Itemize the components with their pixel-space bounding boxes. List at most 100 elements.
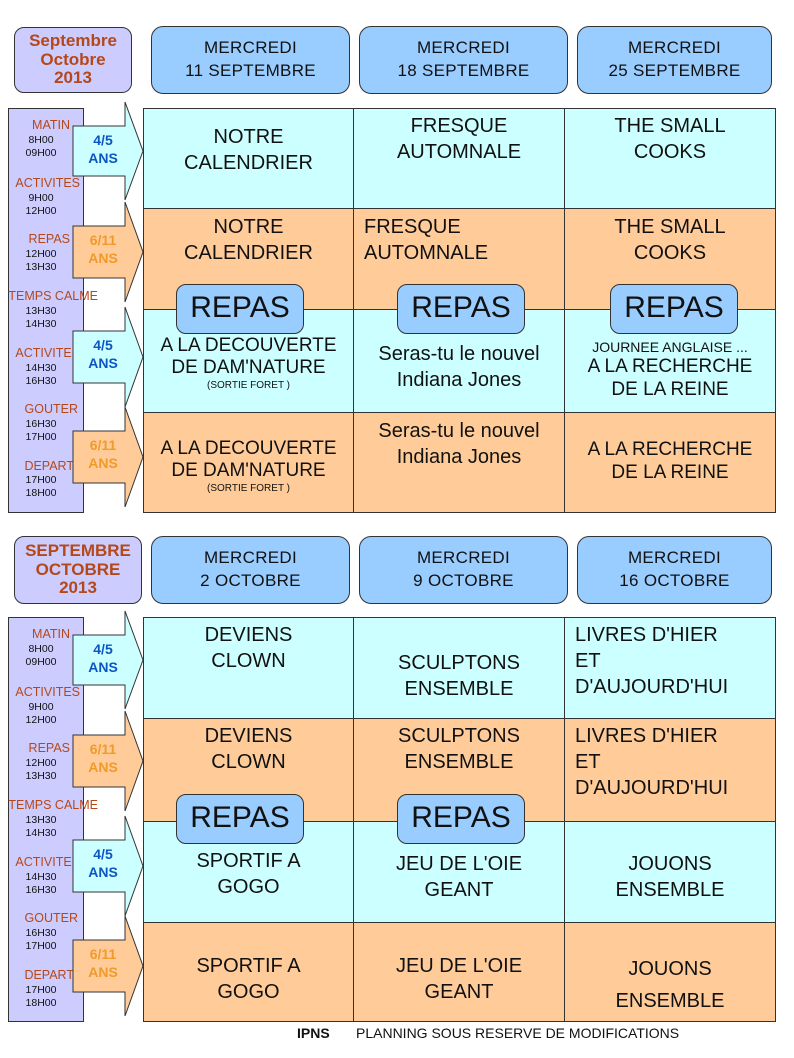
- activity-line: FRESQUE: [364, 216, 461, 238]
- activity-cell: JOUONS ENSEMBLE: [564, 922, 776, 1022]
- day-name: MERCREDI: [203, 38, 298, 58]
- activity-line: A LA DECOUVERTE: [160, 335, 337, 356]
- activity-line: CLOWN: [211, 650, 286, 672]
- timeline-temps-calme: TEMPS CALME: [8, 798, 98, 812]
- activity-line: CALENDRIER: [184, 152, 313, 174]
- activity-line: ENSEMBLE: [404, 751, 514, 773]
- activity-line: JEU DE L'OIE: [395, 853, 523, 875]
- footer-note: PLANNING SOUS RESERVE DE MODIFICATIONS: [356, 1025, 680, 1041]
- activity-cell: A LA DECOUVERTE DE DAM'NATURE (SORTIE FO…: [143, 412, 354, 513]
- time: 18H00: [25, 997, 57, 1009]
- activity-line: ET: [575, 751, 601, 773]
- time: 8H00: [28, 134, 54, 146]
- period-month-1: Septembre: [29, 30, 117, 50]
- age-range: 4/5: [93, 337, 113, 353]
- day-header: MERCREDI 9 OCTOBRE: [359, 536, 568, 604]
- activity-line: ENSEMBLE: [615, 879, 725, 901]
- period-year: 2013: [59, 578, 97, 598]
- time: 18H00: [25, 487, 57, 499]
- activity-note: JOURNEE ANGLAISE ...: [592, 339, 748, 355]
- activity-line: JEU DE L'OIE: [395, 955, 523, 977]
- timeline-matin: MATIN: [32, 118, 70, 132]
- activity-line: SCULPTONS: [398, 725, 520, 747]
- activity-line: JOUONS: [628, 853, 712, 875]
- repas-badge: REPAS: [397, 794, 525, 844]
- activity-cell: JEU DE L'OIE GEANT: [353, 922, 565, 1022]
- arrow-shape: [72, 306, 144, 408]
- period-label: SEPTEMBRE OCTOBRE 2013: [14, 536, 142, 604]
- activity-note: (SORTIE FORET ): [207, 379, 290, 391]
- arrow-shape: [72, 406, 144, 508]
- activity-line: THE SMALL: [614, 216, 726, 238]
- day-date: 25 SEPTEMBRE: [608, 61, 741, 80]
- arrow-shape: [72, 201, 144, 303]
- time: 16H30: [25, 927, 57, 939]
- arrow-shape: [72, 815, 144, 917]
- repas-badge: REPAS: [176, 794, 304, 844]
- activity-line: GOGO: [217, 981, 280, 1003]
- repas-badge: REPAS: [397, 284, 525, 334]
- timeline-repas: REPAS: [28, 741, 70, 755]
- activity-line: CLOWN: [211, 751, 286, 773]
- repas-badge: REPAS: [610, 284, 738, 334]
- day-date: 18 SEPTEMBRE: [397, 61, 530, 80]
- activity-line: Seras-tu le nouvel: [378, 343, 540, 365]
- activity-line: DEVIENS: [204, 725, 293, 747]
- time: 09H00: [25, 656, 57, 668]
- activity-line: SPORTIF A: [196, 850, 301, 872]
- time: 17H00: [25, 940, 57, 952]
- day-header: MERCREDI 18 SEPTEMBRE: [359, 26, 568, 94]
- age-range: 6/11: [89, 946, 117, 962]
- activity-line: ET: [575, 650, 601, 672]
- age-unit: ANS: [88, 658, 118, 675]
- period-label: Septembre Octobre 2013: [14, 27, 132, 93]
- repas-badge: REPAS: [176, 284, 304, 334]
- activity-line: NOTRE: [213, 216, 284, 238]
- time: 13H30: [25, 305, 57, 317]
- activity-line: GEANT: [424, 981, 494, 1003]
- activity-line: GOGO: [217, 876, 280, 898]
- time: 14H30: [25, 318, 57, 330]
- activity-line: AUTOMNALE: [364, 242, 489, 264]
- period-month-2: OCTOBRE: [35, 559, 121, 579]
- age-range: 6/11: [89, 741, 117, 757]
- activity-cell: JOUONS ENSEMBLE: [564, 821, 776, 923]
- time: 13H30: [25, 261, 57, 273]
- activity-line: AUTOMNALE: [396, 141, 522, 163]
- time: 13H30: [25, 814, 57, 826]
- day-name: MERCREDI: [203, 548, 298, 568]
- timeline-depart: DEPART: [24, 968, 74, 982]
- time: 09H00: [25, 147, 57, 159]
- timeline-activites: ACTIVITES: [15, 855, 80, 869]
- activity-cell: A LA RECHERCHE DE LA REINE: [564, 412, 776, 513]
- activity-line: JOUONS: [628, 958, 712, 980]
- activity-line: Indiana Jones: [396, 369, 522, 391]
- time: 12H00: [25, 205, 57, 217]
- day-header: MERCREDI 25 SEPTEMBRE: [577, 26, 772, 94]
- activity-line: ENSEMBLE: [404, 678, 514, 700]
- activity-line: GEANT: [424, 879, 494, 901]
- activity-line: COOKS: [633, 141, 707, 163]
- timeline-activites: ACTIVITES: [15, 346, 80, 360]
- age-unit: ANS: [88, 249, 118, 266]
- period-year: 2013: [54, 68, 92, 88]
- activity-cell: DEVIENS CLOWN: [143, 617, 354, 719]
- age-unit: ANS: [88, 963, 118, 980]
- time: 14H30: [25, 827, 57, 839]
- age-range: 6/11: [89, 437, 117, 453]
- age-range: 4/5: [93, 641, 113, 657]
- activity-cell: FRESQUE AUTOMNALE: [353, 108, 565, 209]
- activity-line: DE DAM'NATURE: [171, 356, 326, 378]
- footer-ipns: IPNS: [297, 1025, 330, 1041]
- activity-line: A LA RECHERCHE: [587, 356, 753, 378]
- time: 17H00: [25, 474, 57, 486]
- time: 12H00: [25, 757, 57, 769]
